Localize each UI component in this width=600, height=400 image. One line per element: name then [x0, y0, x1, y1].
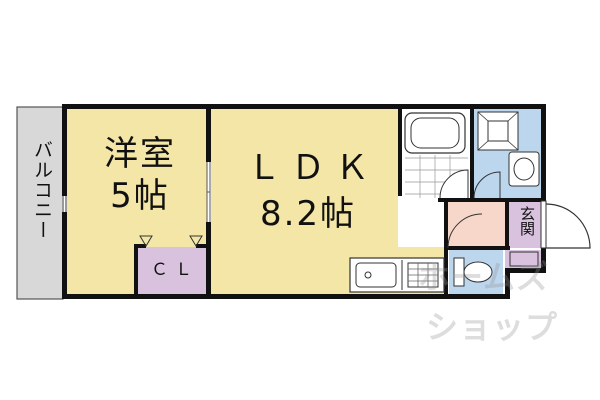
wall-hall-genkan — [505, 201, 509, 248]
wall-left-upper — [62, 104, 67, 196]
genkan-floor — [508, 201, 542, 248]
wash-basin — [508, 151, 540, 187]
wall-right-upper — [541, 104, 546, 201]
ldk-size: 8.2帖 — [259, 194, 357, 234]
wall-western-ldk-lower — [206, 222, 211, 299]
watermark-line-1: ホームズ — [418, 258, 550, 296]
closet-floor — [137, 247, 207, 294]
toilet — [453, 257, 493, 287]
wall-wetarea-bottom — [438, 198, 546, 202]
wall-closet-left — [134, 246, 138, 296]
wall-bottom — [62, 294, 510, 299]
window-western-balcony — [62, 196, 67, 212]
hall-door-swing — [447, 213, 483, 249]
wall-bottom-right — [505, 268, 510, 299]
entrance-storage — [509, 251, 539, 267]
front-door-swing — [545, 203, 591, 249]
wall-hall-left — [444, 200, 448, 248]
wall-left-lower — [62, 212, 67, 299]
balcony-label: バルコニー — [31, 140, 53, 240]
wall-right-lower — [541, 246, 546, 272]
wall-ldk-wetarea — [398, 104, 402, 196]
front-door-leaf — [540, 200, 547, 249]
wash-door-swing — [473, 171, 501, 199]
hall-floor — [446, 201, 508, 248]
western-room-size: 5帖 — [110, 176, 170, 216]
balcony-area — [17, 107, 63, 299]
watermark-line-2: ショップ — [426, 308, 559, 346]
ldk-floor — [211, 108, 446, 294]
kitchen-counter — [349, 257, 445, 293]
wall-closet-top-right — [196, 244, 208, 248]
ldk-name: ＬＤＫ — [247, 148, 379, 188]
wall-right-bottom — [505, 268, 546, 273]
wall-bath-wash — [470, 104, 474, 202]
wall-western-ldk-upper — [206, 104, 211, 162]
wall-top — [62, 104, 399, 109]
sliding-door-western-ldk — [206, 162, 211, 222]
closet-label: ＣＬ — [151, 260, 199, 280]
wall-toilet-left — [444, 246, 448, 297]
washing-machine-space — [477, 111, 519, 151]
entrance-label: 玄関 — [518, 206, 536, 236]
closet-doors — [139, 235, 203, 247]
bath-door-swing — [439, 169, 469, 199]
wall-toilet-top — [444, 246, 510, 250]
wall-closet-top-left — [134, 244, 146, 248]
bathtub — [404, 112, 466, 154]
western-room-name: 洋室 — [104, 134, 176, 174]
